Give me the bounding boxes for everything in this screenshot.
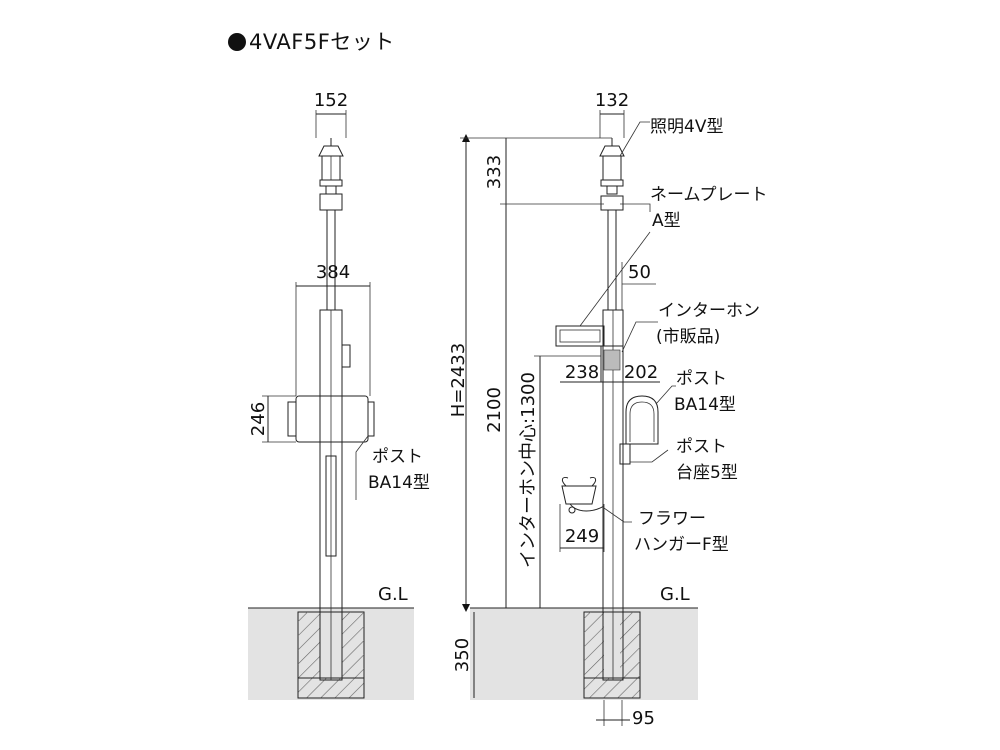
label-nameplate-1: ネームプレート: [650, 185, 767, 205]
right-view: H=2433 333 2100 インターホン中心:1300 350 132 50…: [448, 90, 767, 729]
label-post-base-1: ポスト: [676, 437, 727, 457]
foundation-hatch-rl: [584, 612, 604, 678]
dim-238: 238: [565, 362, 599, 383]
label-flower-1: フラワー: [638, 509, 706, 529]
flower-hanger: [561, 477, 605, 514]
dim-intercom-center: インターホン中心:1300: [518, 372, 539, 568]
label-nameplate-2: A型: [652, 211, 681, 231]
foundation-hatch-r: [342, 612, 364, 678]
bullet-dot-icon: [228, 33, 246, 51]
dim-350: 350: [452, 638, 473, 672]
diagram-title: 4VAF5Fセット: [228, 26, 395, 56]
dim-202: 202: [624, 362, 658, 383]
dim-249: 249: [565, 526, 599, 547]
label-intercom-2: (市販品): [656, 327, 720, 347]
lamp-right: [599, 138, 625, 211]
label-flower-2: ハンガーF型: [634, 535, 729, 555]
flower-hanger-side: [325, 455, 337, 557]
post-base: [619, 443, 631, 465]
left-view: 152 384 246 ポスト BA14型 G.L: [248, 90, 430, 700]
label-post-base-2: 台座5型: [676, 463, 738, 483]
gl-label-right: G.L: [660, 584, 690, 605]
dim-152-left: 152: [314, 90, 348, 111]
mailbox-left: [295, 395, 369, 443]
label-post-left-2: BA14型: [368, 473, 430, 493]
lamp-left: [318, 138, 344, 211]
title-text: 4VAF5Fセット: [249, 30, 395, 54]
foundation-hatch-l: [298, 612, 320, 678]
gl-label-left: G.L: [378, 584, 408, 605]
dim-384: 384: [316, 262, 350, 283]
mailbox-right: [625, 395, 659, 445]
label-post-right-2: BA14型: [674, 395, 736, 415]
intercom: [600, 345, 624, 383]
dim-2100: 2100: [484, 387, 505, 433]
foundation-hatch-rr: [620, 612, 640, 678]
foundation-base-right: [583, 677, 641, 699]
foundation-base-left: [297, 677, 365, 699]
pole-upper-left: [326, 209, 336, 311]
dim-333: 333: [484, 155, 505, 189]
dim-246: 246: [248, 402, 269, 436]
label-post-left-1: ポスト: [372, 447, 423, 467]
label-post-right-1: ポスト: [676, 369, 727, 389]
pole-upper-right: [607, 209, 617, 311]
nameplate: [555, 325, 605, 347]
dim-132: 132: [595, 90, 629, 111]
label-lamp: 照明4V型: [650, 117, 723, 137]
label-intercom-1: インターホン: [658, 301, 760, 321]
dim-50: 50: [628, 262, 651, 283]
dim-95: 95: [632, 708, 655, 729]
dim-total-height: H=2433: [448, 343, 469, 417]
